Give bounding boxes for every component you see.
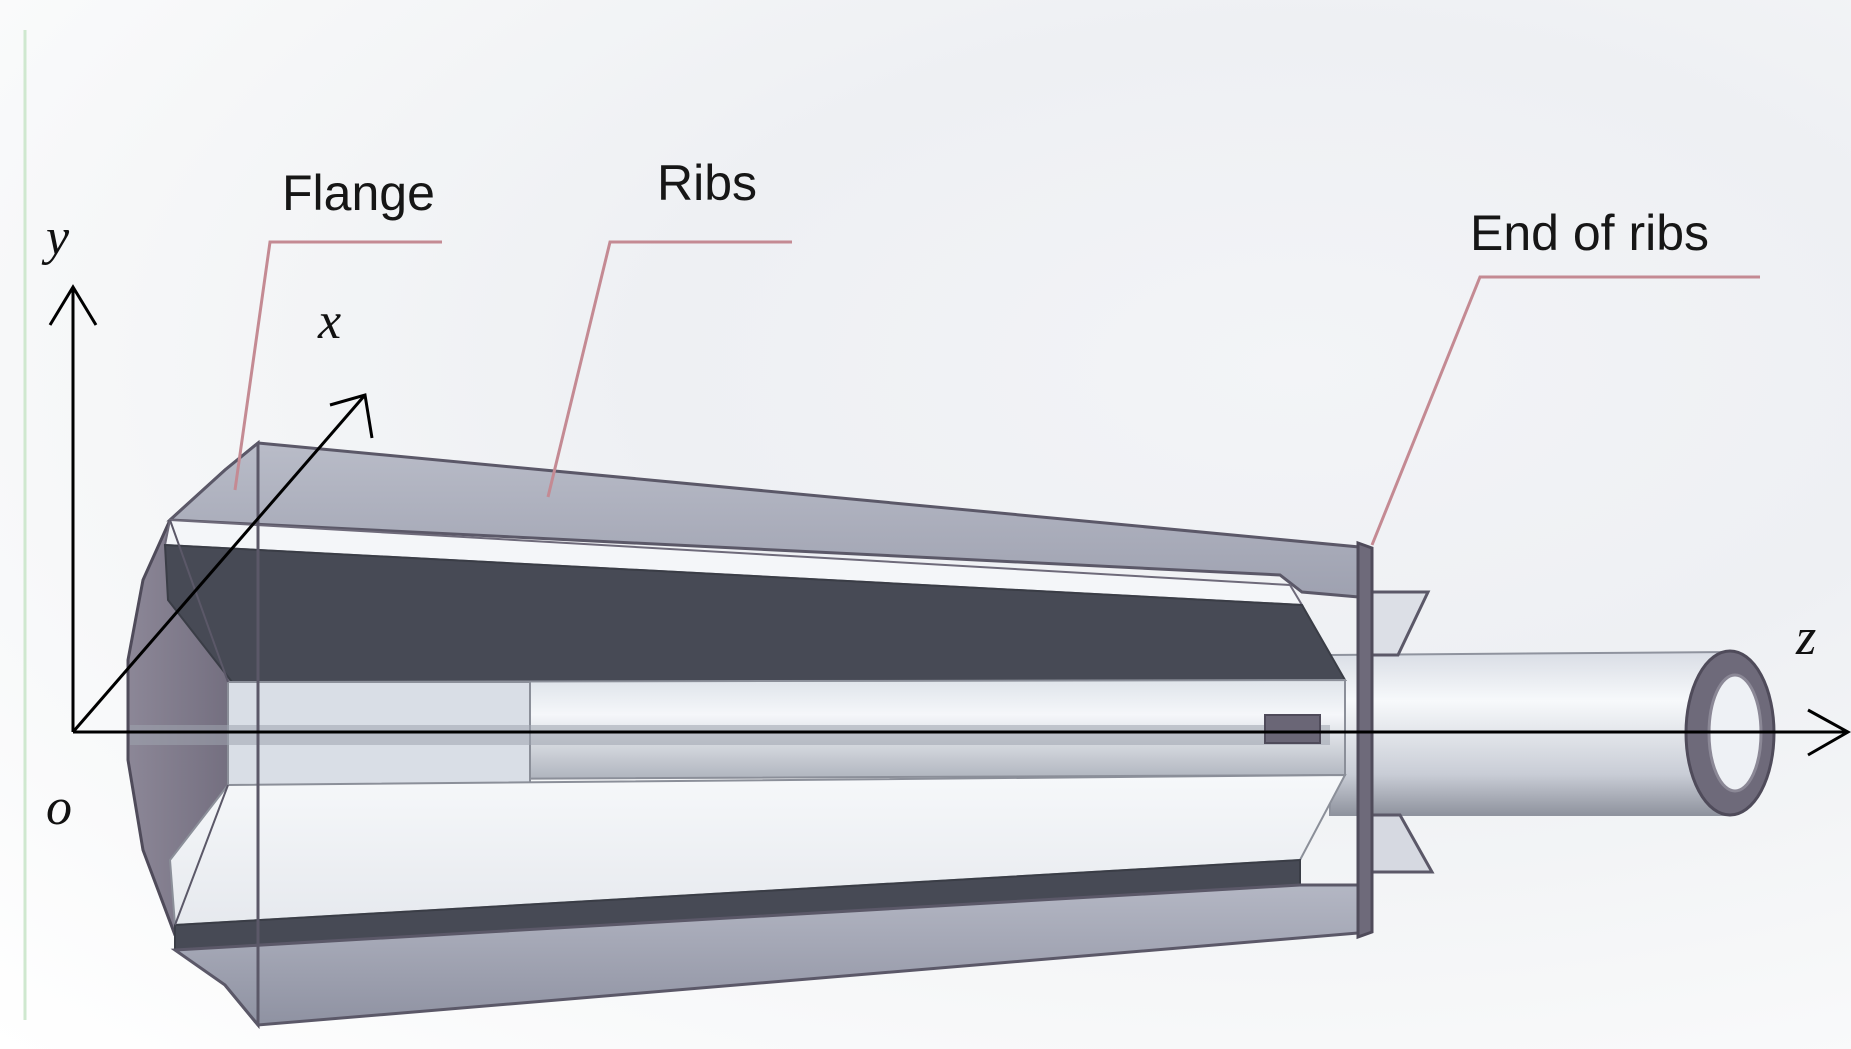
x-axis-arrowhead — [329, 393, 374, 439]
ribs-label: Ribs — [657, 155, 758, 211]
z-axis-label: z — [1796, 609, 1817, 666]
leader-lines — [233, 240, 1760, 546]
origin-label: o — [46, 779, 72, 836]
y-axis-arrowhead — [48, 284, 98, 326]
ribs-leader-line — [546, 240, 792, 498]
y-axis-label: y — [46, 209, 70, 266]
x-axis-line — [71, 394, 367, 733]
axes — [48, 284, 1851, 757]
rib-body — [126, 439, 1374, 1030]
flange-label: Flange — [282, 165, 435, 221]
z-axis-arrowhead — [1807, 708, 1851, 757]
end-of-ribs-label: End of ribs — [1470, 205, 1710, 261]
flange-leader-line — [233, 240, 442, 491]
rod-collar — [1264, 714, 1321, 744]
end-ring — [1356, 540, 1374, 940]
end-fins — [1366, 590, 1435, 874]
end-of-ribs-leader-line — [1370, 275, 1760, 546]
x-axis-label: x — [318, 293, 342, 350]
